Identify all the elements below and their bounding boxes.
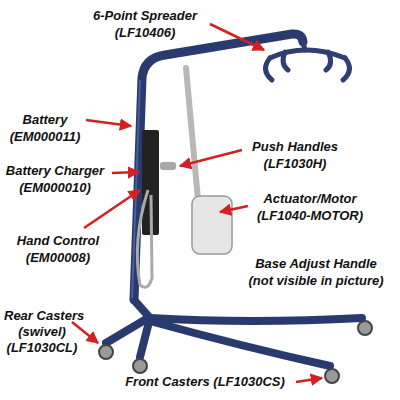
- push-handle: [160, 162, 176, 170]
- actuator-motor: [192, 196, 232, 254]
- part-label: (LF1030H): [264, 156, 327, 172]
- part-label: (swivel): [18, 324, 66, 340]
- part-label: (LF1030CL): [7, 340, 78, 356]
- part-label: Front Casters (LF1030CS): [125, 374, 285, 390]
- part-label: Actuator/Motor: [263, 191, 356, 207]
- part-label: (EM000011): [10, 129, 81, 145]
- part-label: 6-Point Spreader: [93, 8, 197, 24]
- hand-control-cord: [137, 190, 152, 287]
- part-label: Hand Control: [17, 233, 99, 249]
- part-label: (EM00008): [26, 250, 90, 266]
- part-label: Base Adjust Handle: [255, 256, 377, 272]
- part-label: Push Handles: [252, 139, 338, 155]
- part-label: (LF10406): [115, 25, 176, 41]
- part-label: (not visible in picture): [248, 273, 383, 289]
- part-label: Battery: [23, 112, 68, 128]
- part-label: Rear Casters: [4, 308, 84, 324]
- spreader-bar: [265, 42, 349, 80]
- part-label: Battery Charger: [6, 163, 104, 179]
- caster-wheels: [99, 321, 372, 383]
- part-label: (EM000010): [19, 180, 91, 196]
- lift-base: [106, 300, 362, 366]
- actuator-rod: [186, 68, 198, 200]
- part-label: (LF1040-MOTOR): [257, 208, 363, 224]
